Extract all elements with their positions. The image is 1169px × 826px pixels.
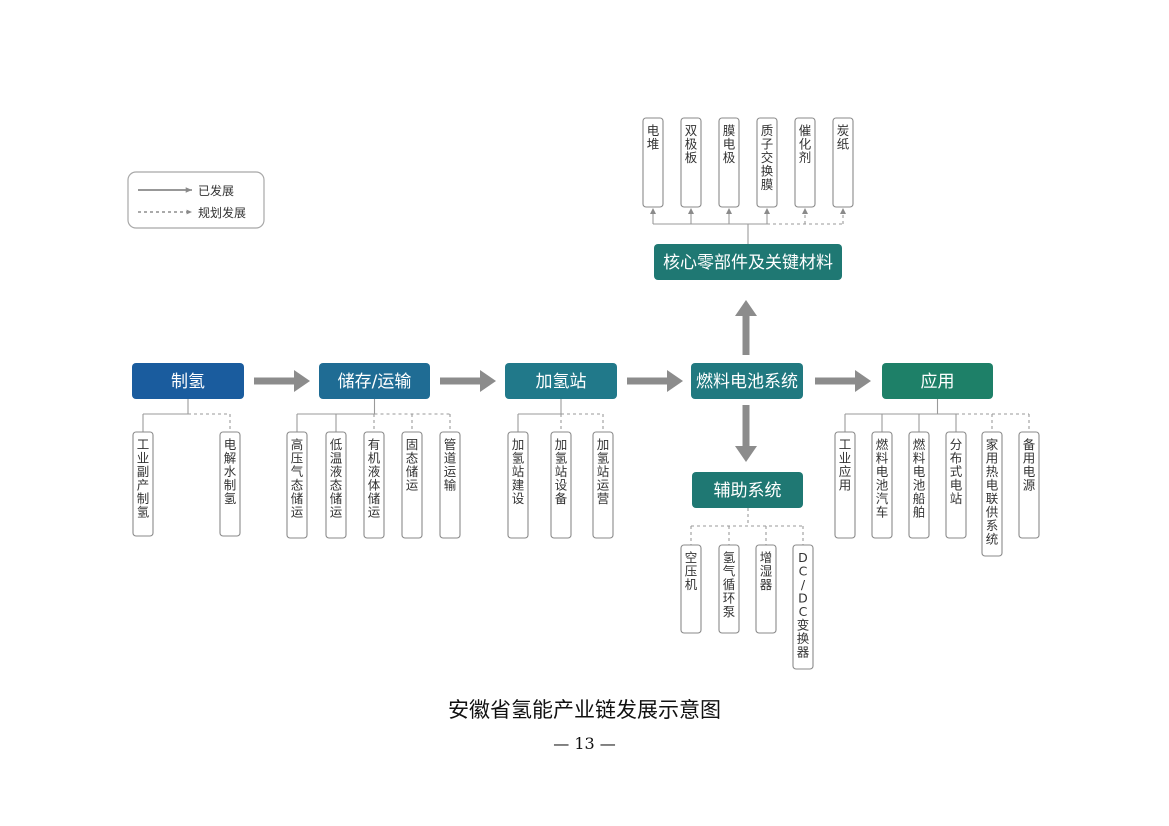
core-item-6: 炭纸 [832,117,854,208]
core-item-5-label: 催化剂 [799,123,812,165]
stage-storage-transport-item-3: 有机液体储运 [363,431,385,539]
stage-application-item-1-label: 工业应用 [839,437,852,493]
stage-application-bg [882,363,993,399]
stage-production-item-2: 电解水制氢 [219,431,241,537]
stage-application-item-6: 备用电源 [1018,431,1040,539]
legend: 已发展 规划发展 [127,171,265,229]
stage-refueling-station-item-2-label: 加氢站设备 [555,437,568,506]
diagram-caption: 安徽省氢能产业链发展示意图 [448,698,721,722]
core-components-box: 核心零部件及关键材料 [654,244,842,280]
auxiliary-item-3: 增湿器 [755,544,777,634]
core-item-2: 双极板 [680,117,702,208]
stage-application-label: 应用 [921,372,955,392]
stage-production-item-2-label: 电解水制氢 [224,437,237,506]
auxiliary-item-3-label: 增湿器 [760,550,773,592]
stage-refueling-station-bg [505,363,617,399]
stage-application-item-5: 家用热电联供系统 [981,431,1003,557]
stage-refueling-station-label: 加氢站 [536,372,587,392]
stage-storage-transport: 储存/运输 [319,363,430,399]
stage-application-item-3-label: 燃料电池船舶 [913,437,926,520]
stage-application-item-3: 燃料电池船舶 [908,431,930,539]
core-item-2-label: 双极板 [685,123,698,165]
core-components-box-bg [654,244,842,280]
stage-application-item-4: 分布式电站 [945,431,967,539]
stage-refueling-station-item-3: 加氢站运营 [592,431,614,539]
auxiliary-item-2: 氢气循环泵 [718,544,740,634]
stage-fuel-cell-system: 燃料电池系统 [691,363,803,399]
stage-refueling-station-item-3-label: 加氢站运营 [597,437,610,506]
stage-refueling-station-item-1-label: 加氢站建设 [512,437,525,506]
stage-refueling-station-item-2: 加氢站设备 [550,431,572,539]
core-components-box-label: 核心零部件及关键材料 [663,253,833,273]
auxiliary-item-2-label: 氢气循环泵 [723,550,736,619]
sub-item-boxes: 工业副产制氢 电解水制氢 高压气态储运 低温液态储运 有机液体储运 固态储运 管道运输 加氢站… [132,117,1040,670]
stage-storage-transport-item-2: 低温液态储运 [325,431,347,539]
stage-production-item-1-label: 工业副产制氢 [137,437,150,520]
legend-solid-label: 已发展 [198,183,234,198]
stage-storage-transport-item-1-label: 高压气态储运 [291,437,304,520]
connector-lines [142,208,1030,545]
stage-production-bg [132,363,244,399]
stage-storage-transport-label: 储存/运输 [338,372,412,392]
page-number: — 13 — [553,734,616,753]
legend-dashed-label: 规划发展 [198,205,246,220]
stage-storage-transport-item-3-label: 有机液体储运 [368,437,381,520]
core-item-3-label: 膜电极 [723,123,736,165]
core-item-1: 电堆 [642,117,664,208]
auxiliary-system-box-label: 辅助系统 [714,481,782,501]
stage-application-item-6-label: 备用电源 [1023,437,1036,493]
stage-storage-transport-item-5: 管道运输 [439,431,461,539]
stage-application-item-2: 燃料电池汽车 [871,431,893,539]
flow-arrows [254,300,871,462]
stage-storage-transport-item-1: 高压气态储运 [286,431,308,539]
stage-fuel-cell-system-bg [691,363,803,399]
core-item-5: 催化剂 [794,117,816,208]
stage-storage-transport-item-4: 固态储运 [401,431,423,539]
stage-storage-transport-item-4-label: 固态储运 [406,437,419,493]
stage-refueling-station-item-1: 加氢站建设 [507,431,529,539]
stage-application-item-4-label: 分布式电站 [950,437,963,506]
auxiliary-system-box-bg [692,472,803,508]
auxiliary-item-1-label: 空压机 [685,550,698,592]
stage-application-item-2-label: 燃料电池汽车 [876,437,889,520]
stage-fuel-cell-system-label: 燃料电池系统 [696,372,798,392]
auxiliary-system-box: 辅助系统 [692,472,803,508]
stage-production-item-1: 工业副产制氢 [132,431,154,537]
stage-storage-transport-item-2-label: 低温液态储运 [330,437,343,520]
core-item-6-label: 炭纸 [837,123,850,152]
stage-application-item-1: 工业应用 [834,431,856,539]
stage-production: 制氢 [132,363,244,399]
stage-application: 应用 [882,363,993,399]
stage-storage-transport-bg [319,363,430,399]
stage-refueling-station: 加氢站 [505,363,617,399]
core-item-4-label: 质子交换膜 [761,123,774,192]
core-item-1-label: 电堆 [647,123,660,152]
stage-application-item-5-label: 家用热电联供系统 [986,437,999,547]
auxiliary-item-1: 空压机 [680,544,702,634]
stage-production-label: 制氢 [171,372,205,392]
core-item-4: 质子交换膜 [756,117,778,208]
stage-storage-transport-item-5-label: 管道运输 [444,437,457,493]
core-item-3: 膜电极 [718,117,740,208]
